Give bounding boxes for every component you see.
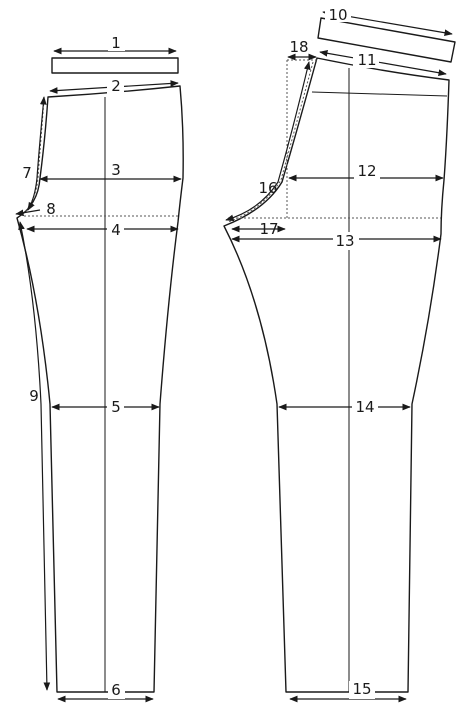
measure-label-16: 16 [258,179,277,197]
measure-arrow-16 [225,61,311,222]
measure-arrow-8 [15,209,41,217]
measure-label-1: 1 [111,34,121,52]
measure-label-7: 7 [22,164,32,182]
measure-arrow-11 [319,49,447,77]
measure-label-14: 14 [355,398,374,416]
measure-label-2: 2 [111,77,121,95]
measure-label-6: 6 [111,681,121,699]
measure-label-10: 10 [328,6,347,24]
front-waistband [51,57,179,74]
back-yoke-line [311,91,448,97]
back-trouser-outline [223,57,450,693]
measure-label-8: 8 [46,200,56,218]
back-piece [223,17,456,693]
measurement-labels: 1 2 3 4 5 6 7 8 9 10 11 12 13 14 15 16 1… [22,4,380,699]
measure-label-17: 17 [259,220,278,238]
measurement-arrows [15,9,453,703]
measure-label-9: 9 [29,387,39,405]
measure-arrow-9 [18,221,51,691]
measure-label-15: 15 [352,680,371,698]
measure-label-4: 4 [111,221,121,239]
measure-label-18: 18 [289,38,308,56]
measure-label-13: 13 [335,232,354,250]
back-inner-seam-line [227,61,314,223]
measure-arrow-7 [27,96,47,211]
measure-label-5: 5 [111,398,121,416]
front-trouser-outline [16,85,184,693]
measure-label-3: 3 [111,161,121,179]
front-piece [16,57,184,693]
measure-label-11: 11 [357,51,376,69]
measure-label-12: 12 [357,162,376,180]
